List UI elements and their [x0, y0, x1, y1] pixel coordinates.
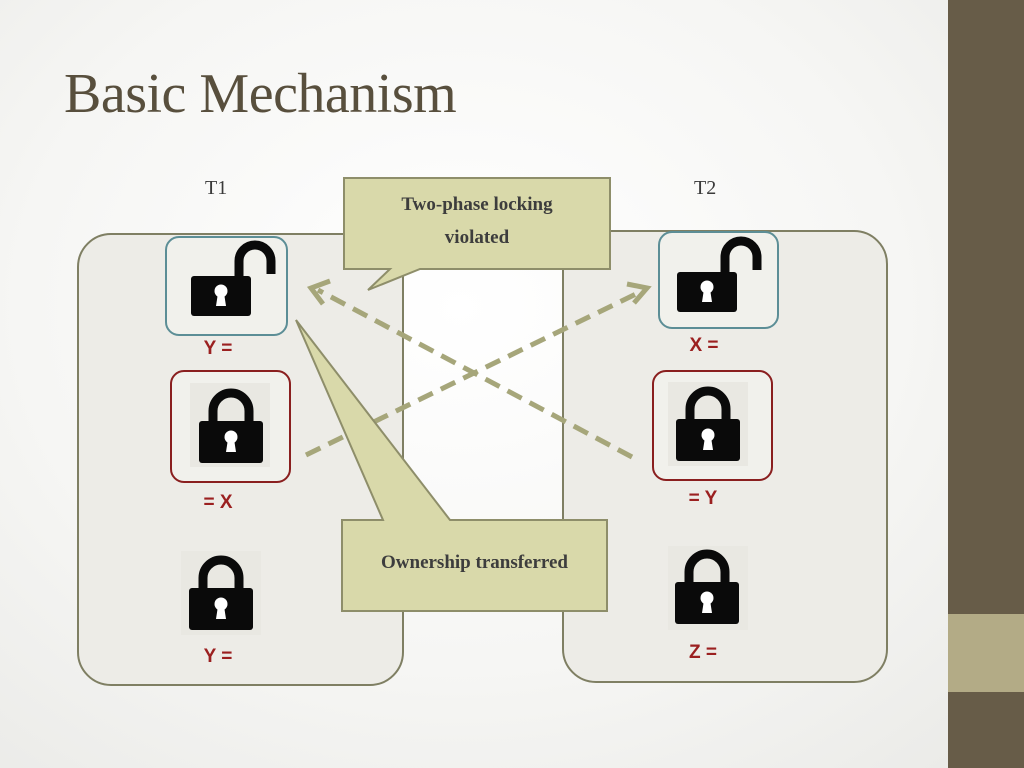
callout-two-phase-locking	[343, 177, 611, 291]
callout-two-phase-line2: violated	[444, 227, 510, 248]
decorative-side-accent	[948, 614, 1024, 692]
arrowhead-x-to-t2	[626, 281, 652, 305]
lock-label-t2-x-released: X =	[689, 335, 719, 356]
lock-label-t2-z: Z =	[689, 642, 717, 663]
lock-label-t2-y-held: = Y	[688, 488, 718, 509]
locked-padlock-icon	[675, 549, 739, 624]
callout-ownership-transferred	[295, 319, 608, 612]
transfer-arrow-y-to-t1	[316, 287, 634, 460]
arrowhead-y-to-t1	[306, 278, 331, 306]
locked-padlock-icon	[199, 388, 263, 463]
slide-title: Basic Mechanism	[64, 63, 457, 125]
callout-ownership-text: Ownership transferred	[381, 552, 568, 573]
unlocked-padlock-icon	[677, 236, 762, 312]
transaction-label-t1: T1	[205, 177, 228, 199]
lock-label-t1-y: Y =	[203, 646, 233, 667]
transaction-label-t2: T2	[694, 177, 717, 199]
callout-two-phase-line1: Two-phase locking	[401, 194, 553, 215]
lock-label-t1-x-held: = X	[203, 492, 233, 513]
lock-label-t1-y-released: Y =	[203, 338, 233, 359]
locked-padlock-icon	[676, 386, 740, 461]
locked-padlock-icon	[189, 555, 253, 630]
unlocked-padlock-icon	[191, 240, 276, 316]
